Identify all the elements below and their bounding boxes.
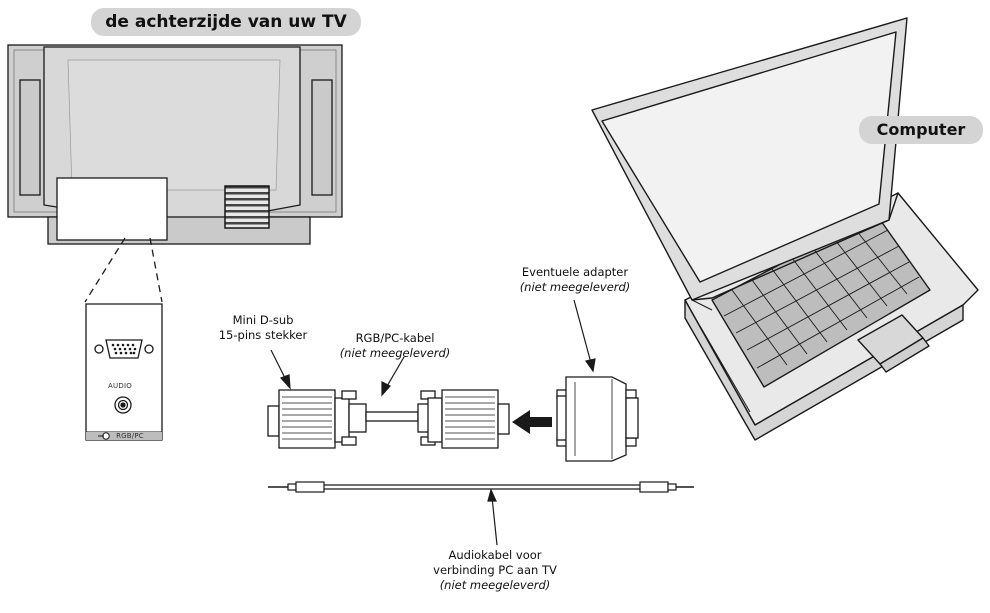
rgb-cable-title: RGB/PC-kabel — [355, 331, 435, 345]
connector-panel — [85, 303, 163, 441]
audio-cable-icon — [268, 481, 694, 493]
input-symbol-icon — [98, 432, 110, 440]
audio-jack — [114, 396, 132, 414]
laptop-icon — [591, 17, 979, 441]
adapter-label: Eventuele adapter (niet meegeleverd) — [505, 265, 645, 295]
audio-line2: verbinding PC aan TV — [433, 563, 557, 577]
arrow-left-icon — [512, 410, 552, 434]
adapter-note: (niet meegeleverd) — [519, 280, 631, 294]
panel-rgbpc-label: RGB/PC — [116, 432, 144, 440]
adapter-icon — [556, 376, 639, 462]
audio-note: (niet meegeleverd) — [439, 578, 551, 592]
rgb-cable-note: (niet meegeleverd) — [339, 346, 451, 360]
rgb-cable-label: RGB/PC-kabel (niet meegeleverd) — [325, 331, 465, 361]
leader-lines — [84, 237, 163, 303]
vga-cable-icon — [267, 389, 510, 449]
mini-dsub-label: Mini D-sub 15-pins stekker — [208, 313, 318, 343]
adapter-title: Eventuele adapter — [521, 265, 629, 279]
panel-audio-label: AUDIO — [108, 382, 132, 390]
tv-rear-icon — [7, 44, 343, 245]
mini-dsub-line2: 15-pins stekker — [218, 328, 308, 342]
audio-cable-label: Audiokabel voor verbinding PC aan TV (ni… — [420, 548, 570, 593]
mini-dsub-line1: Mini D-sub — [232, 313, 294, 327]
audio-line1: Audiokabel voor — [448, 548, 542, 562]
pointer-lines — [270, 299, 596, 546]
tv-back-label: de achterzijde van uw TV — [91, 8, 361, 36]
computer-label: Computer — [859, 116, 983, 144]
vga-port — [94, 339, 154, 359]
